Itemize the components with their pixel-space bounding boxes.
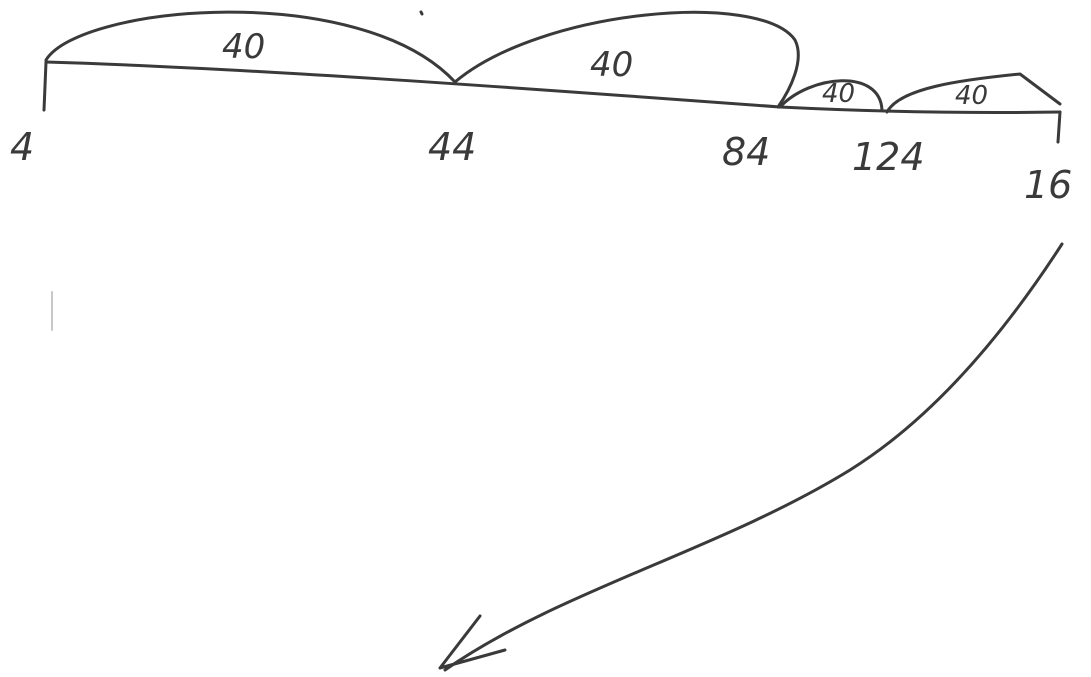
end-tick bbox=[1056, 110, 1062, 144]
jump-arc-3 bbox=[778, 79, 884, 112]
jump-arc-2 bbox=[453, 10, 800, 109]
jump-label-1: 40 bbox=[222, 27, 265, 67]
number-line bbox=[44, 60, 1062, 114]
jump-label-3: 40 bbox=[822, 79, 855, 109]
start-tick bbox=[42, 60, 48, 112]
tick-label-44: 44 bbox=[428, 125, 476, 169]
jump-label-4: 40 bbox=[955, 81, 988, 111]
tick-label-16: 16 bbox=[1024, 163, 1072, 207]
stray-dot bbox=[419, 10, 424, 16]
arrow-shaft bbox=[443, 242, 1064, 672]
tick-label-124: 124 bbox=[852, 135, 925, 179]
jump-label-2: 40 bbox=[590, 45, 633, 85]
tick-label-84: 84 bbox=[722, 130, 770, 174]
jump-arc-4 bbox=[885, 72, 1062, 114]
arrow-head bbox=[438, 614, 507, 670]
jump-arc-1 bbox=[44, 10, 457, 84]
tick-label-4: 4 bbox=[10, 125, 34, 169]
